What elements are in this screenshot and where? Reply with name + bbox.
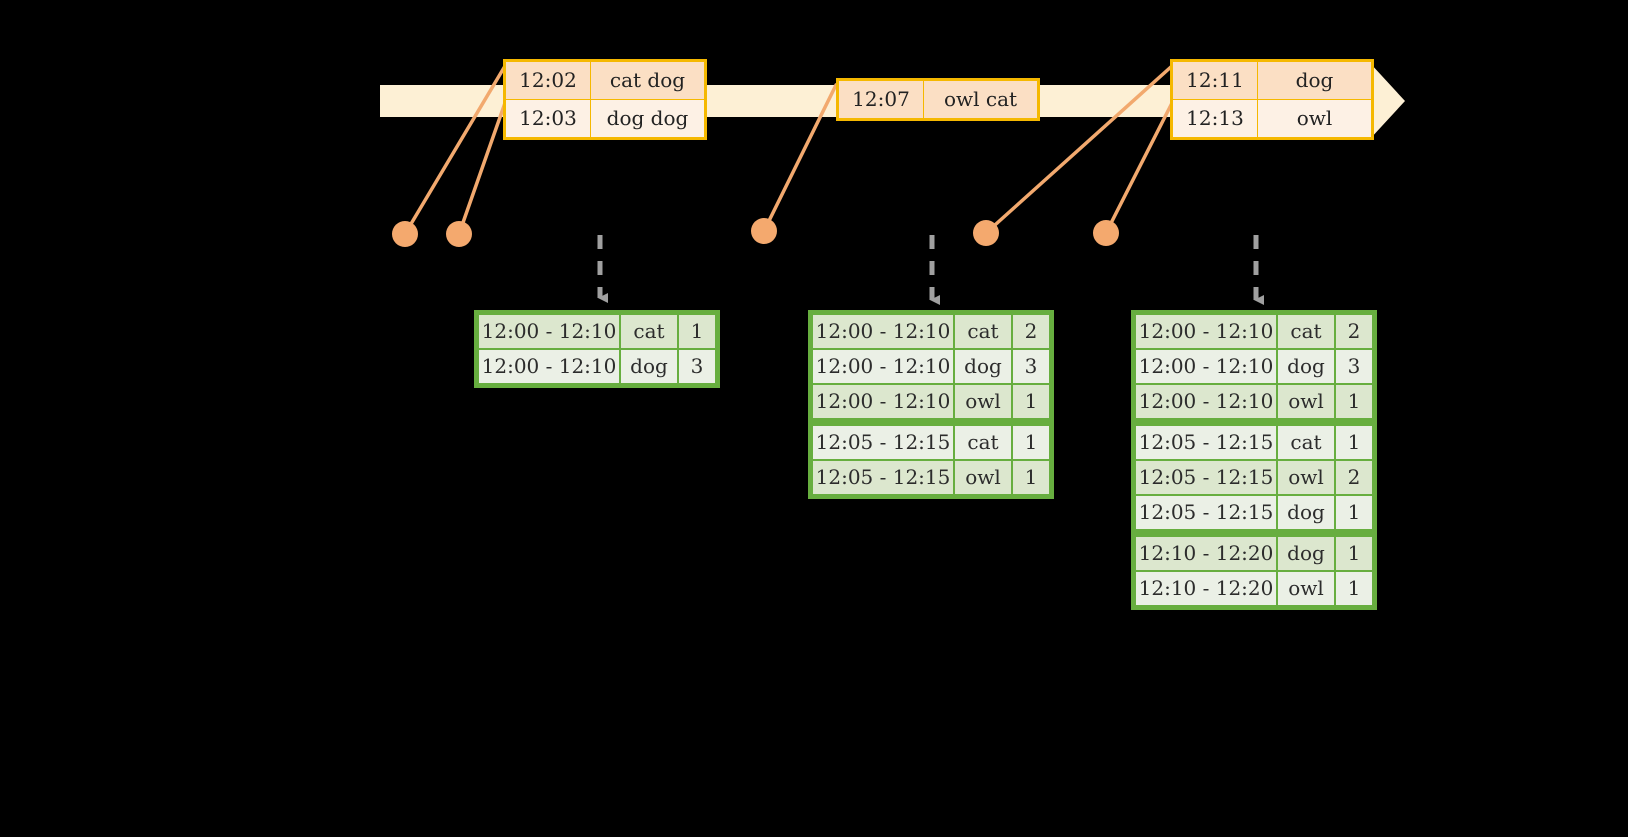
count-cell: 3 [1013,350,1049,383]
event-time: 12:02 [504,60,591,100]
key-cell: dog [1278,496,1334,529]
event-time: 12:13 [1171,99,1258,139]
connector-dot-5 [1093,220,1119,246]
count-cell: 1 [679,315,715,348]
count-cell: 1 [1336,385,1372,418]
connector-dot-1-line [403,64,507,236]
count-cell: 1 [1336,572,1372,605]
count-cell: 1 [1336,426,1372,459]
key-cell: dog [955,350,1011,383]
connector-dot-3-line [762,83,838,233]
event-row: 12:02 cat dog [504,60,706,100]
event-time: 12:07 [837,79,924,120]
window-cell: 12:00 - 12:10 [1136,350,1276,383]
connector-dot-5-line [1104,101,1174,235]
window-cell: 12:05 - 12:15 [1136,426,1276,459]
connector-dot-4 [973,220,999,246]
group-separator-cell [813,420,1049,424]
event-time: 12:03 [504,99,591,139]
count-cell: 1 [1336,537,1372,570]
connector-dots [392,218,1119,247]
event-group-3: 12:11 dog 12:13 owl [1170,59,1374,140]
key-cell: dog [1278,350,1334,383]
window-cell: 12:00 - 12:10 [813,385,953,418]
window-cell: 12:10 - 12:20 [1136,537,1276,570]
key-cell: owl [1278,572,1334,605]
dashed-arrows [597,235,1264,305]
group-separator [1136,420,1372,424]
key-cell: dog [621,350,677,383]
count-cell: 1 [1336,496,1372,529]
window-cell: 12:00 - 12:10 [479,350,619,383]
window-cell: 12:05 - 12:15 [813,461,953,494]
group-separator-cell [1136,420,1372,424]
key-cell: owl [1278,385,1334,418]
connector-dot-2-line [457,101,507,236]
key-cell: cat [621,315,677,348]
event-group-2: 12:07 owl cat [836,78,1040,121]
event-row: 12:13 owl [1171,99,1373,139]
event-time: 12:11 [1171,60,1258,100]
window-cell: 12:00 - 12:10 [1136,315,1276,348]
window-cell: 12:00 - 12:10 [479,315,619,348]
window-cell: 12:05 - 12:15 [1136,461,1276,494]
count-cell: 3 [679,350,715,383]
key-cell: owl [955,385,1011,418]
group-separator-cell [1136,531,1372,535]
event-row: 12:11 dog [1171,60,1373,100]
window-cell: 12:10 - 12:20 [1136,572,1276,605]
event-value: dog [1257,60,1373,100]
count-cell: 1 [1013,385,1049,418]
key-cell: owl [955,461,1011,494]
count-cell: 1 [1013,426,1049,459]
window-cell: 12:05 - 12:15 [813,426,953,459]
count-cell: 2 [1013,315,1049,348]
event-group-1: 12:02 cat dog 12:03 dog dog [503,59,707,140]
window-cell: 12:00 - 12:10 [813,350,953,383]
count-cell: 2 [1336,315,1372,348]
event-value: owl cat [923,79,1039,120]
key-cell: dog [1278,537,1334,570]
key-cell: cat [955,426,1011,459]
connector-dot-2 [446,221,472,247]
key-cell: cat [1278,426,1334,459]
connector-dot-3 [751,218,777,244]
group-separator [1136,531,1372,535]
event-value: dog dog [590,99,706,139]
event-row: 12:03 dog dog [504,99,706,139]
event-value: owl [1257,99,1373,139]
event-row: 12:07 owl cat [837,79,1039,120]
count-cell: 2 [1336,461,1372,494]
window-cell: 12:00 - 12:10 [1136,385,1276,418]
connector-dot-1 [392,221,418,247]
count-cell: 1 [1013,461,1049,494]
event-value: cat dog [590,60,706,100]
group-separator [813,420,1049,424]
key-cell: owl [1278,461,1334,494]
key-cell: cat [955,315,1011,348]
count-cell: 3 [1336,350,1372,383]
key-cell: cat [1278,315,1334,348]
window-cell: 12:00 - 12:10 [813,315,953,348]
window-cell: 12:05 - 12:15 [1136,496,1276,529]
